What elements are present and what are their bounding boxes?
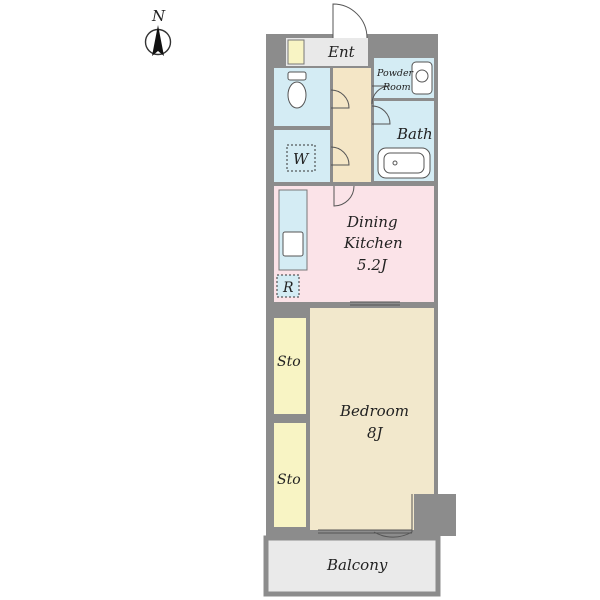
dining-kitchen-label-line2: Kitchen — [343, 234, 403, 252]
storage-upper-label: Sto — [277, 354, 301, 370]
powder-room-label-line1: Powder — [376, 68, 415, 79]
hall-floor — [333, 68, 371, 182]
powder-room-label-line2: Room — [382, 82, 411, 93]
storage-upper-floor — [274, 318, 306, 414]
dining-kitchen-size: 5.2J — [357, 256, 388, 274]
compass-arrow-icon — [152, 25, 164, 56]
entrance-door — [332, 3, 368, 39]
balcony-label: Balcony — [326, 556, 388, 574]
refrigerator-space — [276, 274, 300, 298]
stove-icon — [282, 231, 304, 257]
bedroom-floor — [310, 308, 434, 530]
shoe-cabinet — [287, 39, 305, 65]
washer-pan-icon — [286, 144, 316, 172]
bath-label: Bath — [396, 125, 433, 143]
bedroom-sliding-door — [350, 301, 400, 306]
storage-lower-floor — [274, 423, 306, 527]
refrigerator-label: R — [282, 280, 294, 296]
dining-kitchen-label-line1: Dining — [346, 213, 398, 231]
kitchen-counter — [278, 189, 308, 271]
washer-door — [330, 146, 350, 166]
bathtub-icon — [377, 147, 431, 179]
sink-icon — [411, 61, 433, 95]
entrance-label: Ent — [327, 43, 356, 61]
bedroom-bottom-window — [318, 529, 412, 534]
toilet-door — [330, 89, 350, 109]
compass-label: N — [151, 7, 166, 25]
toilet-icon — [287, 71, 307, 109]
washer-label: W — [293, 150, 310, 168]
bath-door — [371, 105, 391, 125]
balcony-floor — [263, 535, 441, 597]
bedroom-label: Bedroom — [339, 402, 409, 420]
bedroom-size: 8J — [367, 424, 384, 442]
bedroom-corner-door — [373, 494, 413, 538]
north-compass: N — [144, 7, 172, 56]
washer-area-floor — [274, 130, 330, 182]
kitchen-door — [333, 185, 355, 207]
powder-room-door — [371, 85, 391, 105]
storage-lower-label: Sto — [277, 472, 301, 488]
column-block — [414, 494, 456, 536]
